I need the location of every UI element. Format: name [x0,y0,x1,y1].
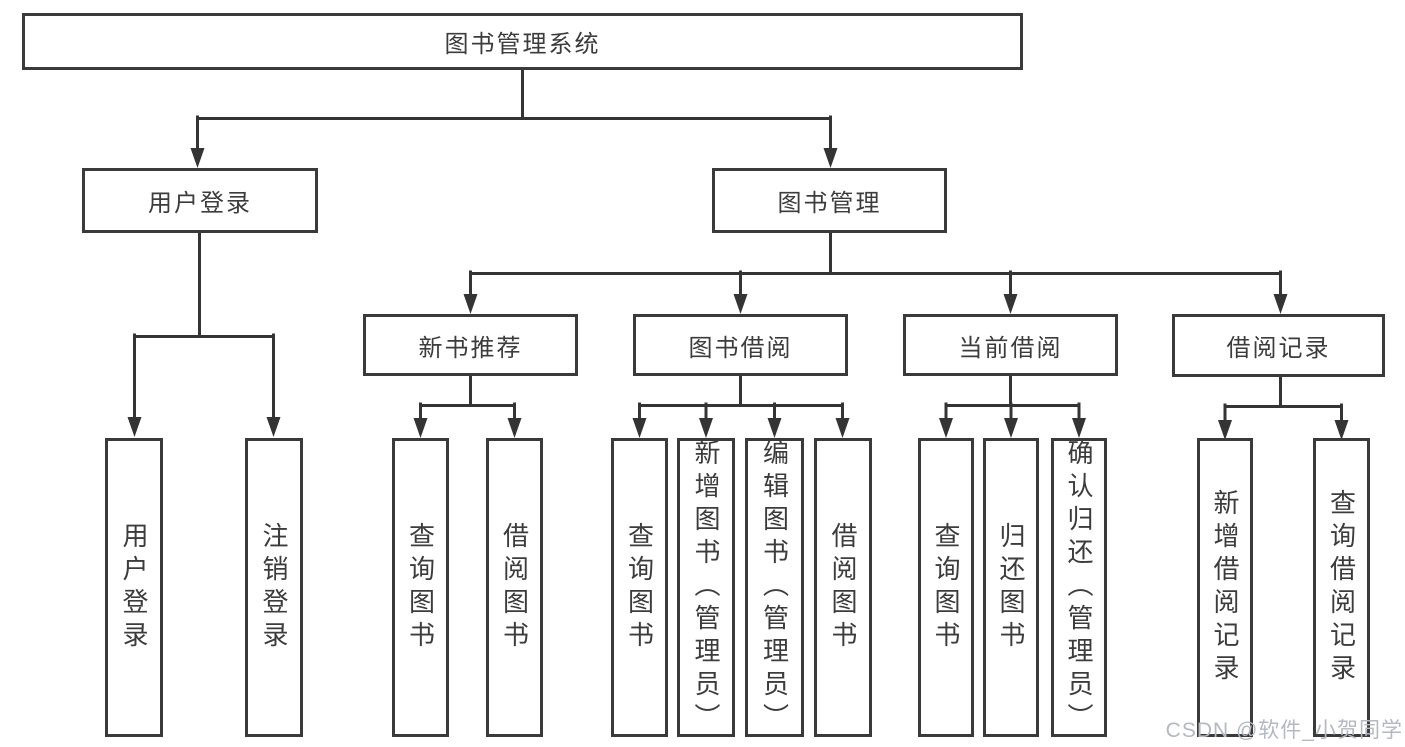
leaf-add-book-admin-label: 新增图书（管理员） [691,439,721,736]
leaf-borrow-book-recommend-label: 借阅图书 [499,521,530,654]
leaf-edit-book-admin: 编辑图书（管理员） [745,438,804,737]
node-current-borrow: 当前借阅 [903,314,1118,376]
leaf-confirm-return-admin-label: 确认归还（管理员） [1064,439,1094,736]
node-book-borrow: 图书借阅 [633,314,848,376]
node-borrow-record: 借阅记录 [1172,314,1385,377]
leaf-query-borrow-record: 查询借阅记录 [1313,438,1370,737]
leaf-query-borrow-record-label: 查询借阅记录 [1326,488,1357,687]
leaf-add-borrow-record: 新增借阅记录 [1197,438,1253,737]
leaf-borrow-book: 借阅图书 [814,438,872,737]
leaf-query-book-recommend: 查询图书 [392,438,449,737]
node-user-login: 用户登录 [82,168,318,233]
leaf-return-book: 归还图书 [983,438,1039,737]
node-root-label: 图书管理系统 [444,31,601,58]
leaf-user-login: 用户登录 [105,438,163,737]
node-new-book-recommend-label: 新书推荐 [418,334,523,362]
arrowheads [127,148,1349,440]
node-root: 图书管理系统 [22,13,1023,70]
node-book-borrow-label: 图书借阅 [688,334,793,362]
leaf-add-borrow-record-label: 新增借阅记录 [1210,488,1240,687]
leaf-add-book-admin: 新增图书（管理员） [677,438,735,737]
leaf-query-book-current-label: 查询图书 [931,521,961,654]
leaf-edit-book-admin-label: 编辑图书（管理员） [759,439,790,736]
node-book-management: 图书管理 [712,168,947,233]
leaf-borrow-book-recommend: 借阅图书 [486,438,543,737]
leaf-query-book-borrow-label: 查询图书 [624,521,655,654]
leaf-query-book-current: 查询图书 [918,438,974,737]
leaf-return-book-label: 归还图书 [996,521,1026,654]
leaf-query-book-recommend-label: 查询图书 [405,521,436,654]
node-user-login-label: 用户登录 [148,190,252,217]
node-borrow-record-label: 借阅记录 [1226,335,1331,362]
leaf-logout-label: 注销登录 [259,521,289,654]
node-book-management-label: 图书管理 [777,190,882,217]
node-current-borrow-label: 当前借阅 [958,334,1063,362]
leaf-user-login-label: 用户登录 [119,521,149,654]
leaf-confirm-return-admin: 确认归还（管理员） [1051,438,1107,737]
node-new-book-recommend: 新书推荐 [363,314,578,376]
leaf-logout: 注销登录 [245,438,303,737]
leaf-borrow-book-label: 借阅图书 [828,521,858,654]
csdn-watermark: CSDN @软件_小贺同学 [1165,719,1403,742]
leaf-query-book-borrow: 查询图书 [611,438,668,737]
